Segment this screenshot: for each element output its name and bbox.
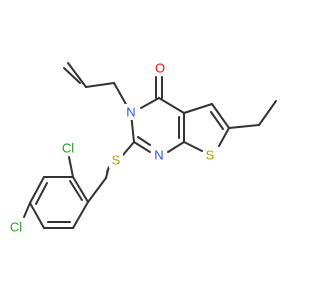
atom-chlorine-para: Cl [10, 220, 22, 235]
bond-ar4-cl [23, 202, 31, 218]
atom-oxygen: O [155, 61, 165, 76]
atom-labels: O N N S S Cl Cl [7, 59, 217, 235]
bond-ar2-cl [68, 156, 74, 178]
atom-nitrogen-1: N [154, 148, 163, 163]
bond-c5-c6-double [210, 111, 224, 130]
bond-c6-ch2 [228, 124, 260, 129]
bond-ch2-ring [87, 177, 107, 203]
bond-ar4-ar5 [29, 202, 45, 229]
bond-c5-c6 [211, 103, 230, 129]
bond-c4a-c5 [183, 103, 213, 114]
atom-nitrogen-3: N [126, 105, 135, 120]
bond-allyl-ch-ch2 [67, 62, 87, 88]
bond-s-c7a [183, 141, 203, 152]
bond-c2-n1 [133, 141, 151, 153]
bond-c2-n1-double [137, 136, 151, 146]
bond-n1-c7a [167, 141, 185, 153]
molecule-structure: O N N S S Cl Cl [7, 59, 277, 235]
bond-n3-ch2 [113, 82, 128, 107]
bond-c4-c4a [158, 97, 185, 114]
bond-ar6-ar1 [72, 201, 89, 229]
bond-c2-s [122, 141, 135, 156]
bonds [23, 62, 277, 229]
bond-s-ch2b [105, 169, 109, 179]
bond-ch2-ch3 [258, 100, 277, 126]
atom-sulfur-linker: S [112, 153, 121, 168]
bond-allyl-ch-ch2-double [63, 67, 81, 84]
bond-ar3-ar4-double [35, 182, 48, 205]
bond-ar1-ar2 [72, 176, 89, 203]
atom-sulfur-ring: S [206, 148, 215, 163]
bond-c6-s [218, 127, 230, 147]
bond-allyl-ch2-ch [85, 82, 115, 88]
bond-ar1-ar2-double [69, 180, 83, 201]
bond-c4-n3 [140, 97, 160, 109]
bond-ar3-ar4 [29, 176, 45, 204]
atom-chlorine-ortho: Cl [62, 141, 74, 156]
